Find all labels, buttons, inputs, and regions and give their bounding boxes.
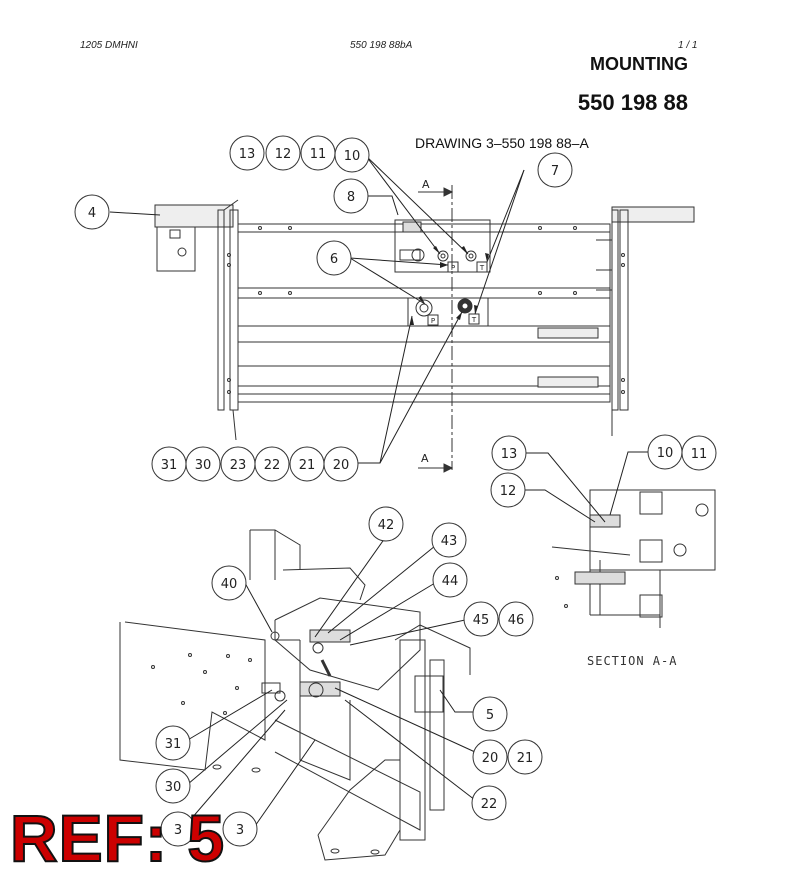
iso-callout-46-text: 46 xyxy=(508,613,525,628)
iso-callout-5-text: 5 xyxy=(486,708,494,723)
part-number: 550 198 88 xyxy=(577,90,688,115)
port-p-upper: P xyxy=(451,264,455,272)
callout-7-text: 7 xyxy=(551,164,559,179)
callout-22-text: 22 xyxy=(264,458,281,473)
callout-23-text: 23 xyxy=(230,458,247,473)
callout-4-text: 4 xyxy=(88,206,96,221)
drawing-title: DRAWING 3–550 198 88–A xyxy=(415,135,589,151)
callout-10-text: 10 xyxy=(344,149,361,164)
section-callout-10-text: 10 xyxy=(657,446,674,461)
iso-callout-45 xyxy=(463,601,499,637)
header-page-number: 1 / 1 xyxy=(678,40,698,51)
iso-callout-42-text: 42 xyxy=(378,518,395,533)
section-callout-13 xyxy=(491,435,527,471)
iso-callout-3-right xyxy=(222,811,258,847)
port-t-lower: T xyxy=(471,316,477,324)
iso-callout-21 xyxy=(507,739,543,775)
iso-callout-20 xyxy=(472,739,508,775)
iso-callout-5 xyxy=(472,696,508,732)
iso-callout-42 xyxy=(368,506,404,542)
section-callout-11-text: 11 xyxy=(691,447,708,462)
callout-13-text: 13 xyxy=(239,147,256,162)
callout-7 xyxy=(537,152,573,188)
callout-31-text: 31 xyxy=(161,458,178,473)
iso-callout-31-text: 31 xyxy=(165,737,182,752)
section-callout-13-text: 13 xyxy=(501,447,518,462)
callout-22 xyxy=(254,446,290,482)
section-mark-top: A xyxy=(422,178,430,191)
isometric-view xyxy=(119,529,471,861)
iso-callout-3-right-text: 3 xyxy=(236,823,244,838)
reference-label: REF: 5 xyxy=(9,800,226,876)
iso-callout-43 xyxy=(431,522,467,558)
iso-callout-3-left-text: 3 xyxy=(174,823,182,838)
iso-callout-20-text: 20 xyxy=(482,751,499,766)
iso-callout-31 xyxy=(155,725,191,761)
iso-callout-44 xyxy=(432,562,468,598)
iso-callout-45-text: 45 xyxy=(473,613,490,628)
iso-callout-3-left xyxy=(160,811,196,847)
leader-lines xyxy=(109,155,648,827)
header-drawing-code: 550 198 88bA xyxy=(350,40,413,51)
callout-12-text: 12 xyxy=(275,147,292,162)
callout-30 xyxy=(185,446,221,482)
callout-21-text: 21 xyxy=(299,458,316,473)
callout-30-text: 30 xyxy=(195,458,212,473)
callout-20 xyxy=(323,446,359,482)
callout-6 xyxy=(316,240,352,276)
iso-callout-22-text: 22 xyxy=(481,797,498,812)
port-t-upper: T xyxy=(479,264,485,272)
callout-8 xyxy=(333,178,369,214)
iso-callout-44-text: 44 xyxy=(442,574,459,589)
callout-8-text: 8 xyxy=(347,190,355,205)
callout-13 xyxy=(229,135,265,171)
section-mark-bottom: A xyxy=(421,452,429,465)
iso-callout-22 xyxy=(471,785,507,821)
section-view xyxy=(551,489,716,628)
iso-callout-46 xyxy=(498,601,534,637)
iso-callout-30-text: 30 xyxy=(165,780,182,795)
iso-callout-40-text: 40 xyxy=(221,577,238,592)
callout-11-text: 11 xyxy=(310,147,327,162)
page-title: MOUNTING xyxy=(590,54,688,74)
section-cut-line xyxy=(418,185,454,473)
section-label: SECTION A-A xyxy=(587,654,677,668)
callout-20-text: 20 xyxy=(333,458,350,473)
callout-4 xyxy=(74,194,110,230)
iso-callout-30 xyxy=(155,768,191,804)
section-callout-12-text: 12 xyxy=(500,484,517,499)
callout-10 xyxy=(334,137,370,173)
front-view-frame xyxy=(154,199,695,441)
section-callout-12 xyxy=(490,472,526,508)
iso-callout-40 xyxy=(211,565,247,601)
iso-callout-21-text: 21 xyxy=(517,751,534,766)
callout-6-text: 6 xyxy=(330,252,338,267)
section-callout-11 xyxy=(681,435,717,471)
callout-12 xyxy=(265,135,301,171)
port-p-lower: P xyxy=(431,317,435,325)
leader-arrowheads xyxy=(410,246,489,325)
iso-callout-43-text: 43 xyxy=(441,534,458,549)
header-left-code: 1205 DMHNI xyxy=(80,40,138,51)
